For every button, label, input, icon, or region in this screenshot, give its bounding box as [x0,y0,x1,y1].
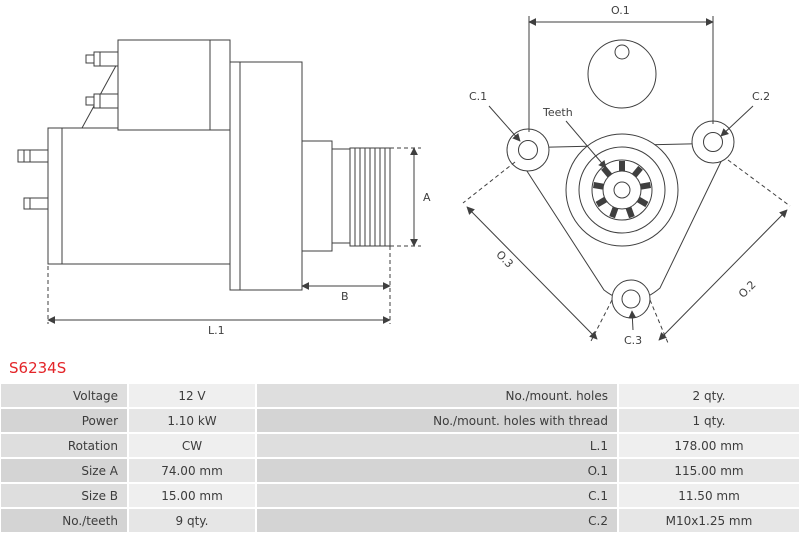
table-row: Voltage 12 V No./mount. holes 2 qty. [0,383,800,408]
spec-value: 12 V [128,383,256,408]
side-view: A B L.1 [17,39,431,337]
teeth-label: Teeth [542,106,573,119]
spec-value: 74.00 mm [128,458,256,483]
spec-value: 178.00 mm [618,433,800,458]
dim-label-c1: C.1 [469,90,487,103]
spec-label: O.1 [256,458,618,483]
dim-label-o2: O.2 [736,278,758,300]
spec-label: No./mount. holes with thread [256,408,618,433]
table-row: Power 1.10 kW No./mount. holes with thre… [0,408,800,433]
table-row: Size B 15.00 mm C.1 11.50 mm [0,483,800,508]
spec-label: Size A [0,458,128,483]
dim-label-c2: C.2 [752,90,770,103]
starter-motor-drawing: A B L.1 [17,4,791,347]
spec-value: M10x1.25 mm [618,508,800,533]
spec-label: Power [0,408,128,433]
spec-label: Voltage [0,383,128,408]
spec-value: CW [128,433,256,458]
spec-value: 15.00 mm [128,483,256,508]
dim-label-a: A [423,191,431,204]
table-row: Rotation CW L.1 178.00 mm [0,433,800,458]
dim-label-l1: L.1 [208,324,225,337]
spec-label: No./mount. holes [256,383,618,408]
spec-label: C.1 [256,483,618,508]
dim-label-o3: O.3 [493,248,515,270]
spec-label: Rotation [0,433,128,458]
spec-value: 1.10 kW [128,408,256,433]
part-number: S6234S [9,358,67,377]
dim-label-c3: C.3 [624,334,642,347]
dim-label-b: B [341,290,349,303]
dim-label-o1: O.1 [611,4,630,17]
spec-value: 11.50 mm [618,483,800,508]
technical-drawing: A B L.1 [17,4,791,347]
spec-label: C.2 [256,508,618,533]
spec-label: Size B [0,483,128,508]
spec-value: 2 qty. [618,383,800,408]
spec-label: L.1 [256,433,618,458]
table-row: No./teeth 9 qty. C.2 M10x1.25 mm [0,508,800,533]
spec-table: Voltage 12 V No./mount. holes 2 qty. Pow… [0,383,800,533]
spec-value: 9 qty. [128,508,256,533]
table-row: Size A 74.00 mm O.1 115.00 mm [0,458,800,483]
spec-value: 1 qty. [618,408,800,433]
front-view: O.1 C.1 C.2 Teeth O. [462,4,791,347]
spec-value: 115.00 mm [618,458,800,483]
spec-label: No./teeth [0,508,128,533]
